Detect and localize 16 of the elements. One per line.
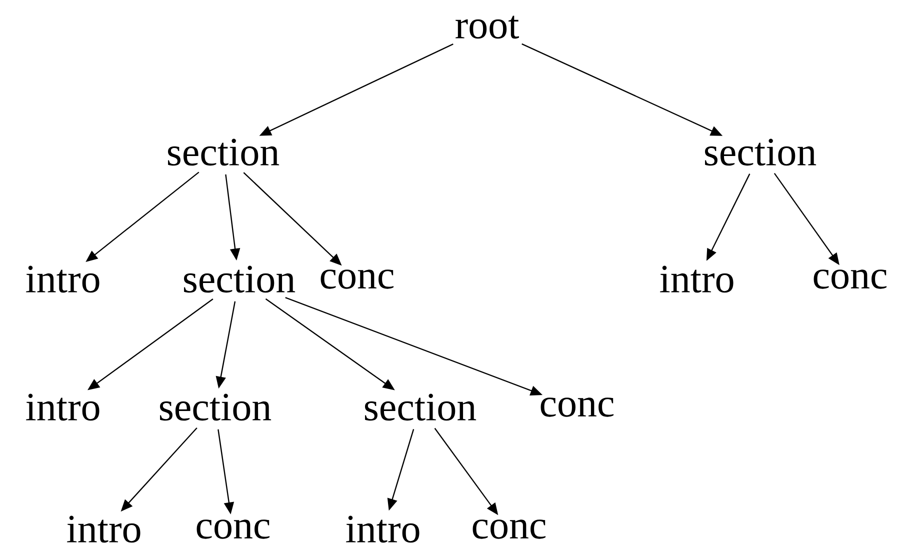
tree-label: section — [365, 394, 476, 421]
tree-label: conc — [472, 520, 546, 539]
tree-label: section — [160, 394, 272, 421]
tree-label: intro — [26, 394, 100, 421]
tree-label: intro — [67, 516, 140, 543]
tree-label: intro — [660, 266, 734, 293]
tree-label: conc — [196, 520, 270, 539]
tree-label: intro — [346, 516, 420, 543]
tree-label: section — [184, 266, 296, 293]
tree-label: conc — [320, 270, 394, 289]
tree-label: conc — [540, 398, 614, 417]
tree-label: intro — [26, 266, 100, 293]
tree-label: section — [705, 138, 816, 166]
tree-label: root — [456, 16, 519, 39]
tree-label: conc — [814, 270, 887, 289]
tree-label: section — [168, 138, 280, 166]
